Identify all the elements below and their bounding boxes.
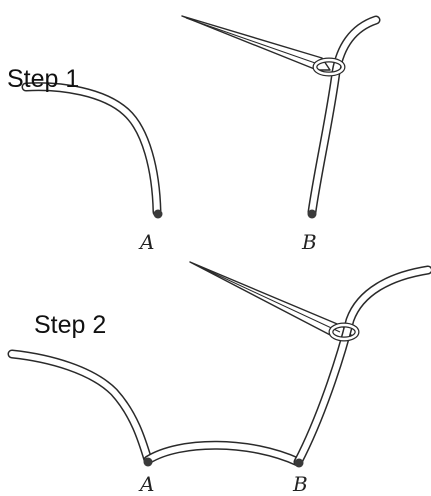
- step-1-label: Step 1: [7, 65, 80, 93]
- thread-strand-b-step1-inner: [309, 17, 379, 215]
- thread-strand-b-step2-inner: [295, 267, 431, 465]
- point-b-step1-dot: [307, 209, 317, 219]
- needle-step2-shaft-line: [193, 263, 341, 333]
- thread-stitch-a-to-b-step2-inner: [145, 442, 301, 465]
- point-a-step2-dot: [143, 457, 153, 467]
- point-b-step2-dot: [294, 458, 304, 468]
- point-a-step2-label: A: [140, 472, 155, 496]
- step-2-label: Step 2: [34, 311, 107, 339]
- point-b-step1-label: B: [302, 230, 317, 254]
- thread-strand-a-step1: [21, 82, 162, 217]
- needle-step1-shaft-line: [185, 17, 319, 65]
- thread-loop-step1-inner: [313, 58, 345, 76]
- point-a-step1-dot: [153, 209, 163, 219]
- thread-loop-step2-inner: [329, 323, 359, 341]
- point-a-step1-label: A: [140, 230, 155, 254]
- thread-strand-a-step2-inner: [9, 351, 151, 463]
- thread-strand-a-step1-inner: [23, 83, 160, 215]
- point-b-step2-label: B: [293, 472, 308, 496]
